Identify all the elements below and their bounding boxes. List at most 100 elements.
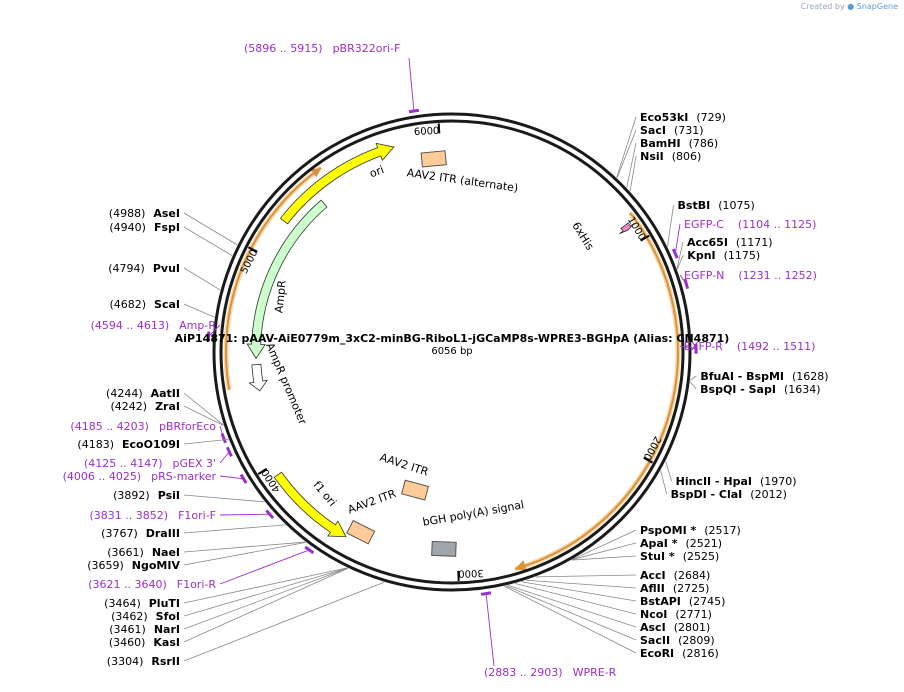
enzyme-label: (3767)DraIII xyxy=(101,527,180,540)
primer-label: (4006 .. 4025)pRS-marker xyxy=(63,470,217,483)
enzyme-leader-line xyxy=(626,142,637,188)
enzyme-label: Acc65I(1171) xyxy=(687,236,773,249)
frame-arc xyxy=(514,212,679,570)
credit-prefix: Created by xyxy=(800,2,845,11)
feature-box xyxy=(346,519,376,545)
enzyme-leader-line xyxy=(183,581,385,662)
primer-leader-line xyxy=(679,345,697,350)
primer-leader-line xyxy=(219,425,225,439)
enzyme-leader-line xyxy=(573,529,637,560)
enzyme-leader-line xyxy=(515,583,637,615)
enzyme-leader-line xyxy=(183,392,224,426)
enzyme-leader-line xyxy=(183,567,348,630)
primer-label: (2883 .. 2903)WPRE-R xyxy=(484,666,617,679)
enzyme-leader-line xyxy=(667,204,674,247)
enzyme-label: (4682)ScaI xyxy=(109,298,180,311)
backbone-outer-ring xyxy=(212,112,692,592)
enzyme-label: AflII(2725) xyxy=(640,582,709,595)
primer-label: EXFP-R(1492 .. 1511) xyxy=(684,340,815,353)
feature-arrow xyxy=(246,199,328,360)
enzyme-label: AccI(2684) xyxy=(640,569,710,582)
feature-label: f1 ori xyxy=(310,479,338,509)
enzyme-leader-line xyxy=(676,254,684,270)
enzyme-leader-line xyxy=(526,579,637,589)
primer-leader-line xyxy=(219,513,270,516)
enzyme-label: AscI(2801) xyxy=(640,621,710,634)
enzyme-leader-line xyxy=(183,226,233,257)
enzyme-leader-line xyxy=(183,567,348,604)
primer-label: (4185 .. 4203)pBRforEco xyxy=(70,420,216,433)
leader-lines xyxy=(183,57,697,667)
feature-box xyxy=(420,150,447,168)
primer-label: EGFP-N(1231 .. 1252) xyxy=(684,269,817,282)
frame-arcs xyxy=(223,165,681,572)
enzyme-label: (3659)NgoMIV xyxy=(87,559,180,572)
enzyme-leader-line xyxy=(504,585,637,654)
enzyme-label: (4242)ZraI xyxy=(111,400,181,413)
bp-tick-label: 3000 xyxy=(458,567,484,579)
enzyme-leader-line xyxy=(183,541,306,553)
enzyme-leader-line xyxy=(183,524,286,534)
plasmid-title: AiP14871: pAAV-AiE0779m_3xC2-minBG-RiboL… xyxy=(175,332,730,345)
primer-label: (4125 .. 4147)pGEX 3' xyxy=(84,457,216,470)
enzyme-leader-line xyxy=(183,438,229,445)
enzyme-label: (3304)RsrII xyxy=(107,655,180,668)
enzyme-leader-line xyxy=(183,267,221,291)
feature-arrow xyxy=(279,142,395,225)
enzyme-leader-line xyxy=(629,155,637,192)
feature-box xyxy=(401,479,430,501)
primer-leader-line xyxy=(219,549,310,585)
bp-tick xyxy=(437,123,441,134)
enzyme-leader-line xyxy=(572,542,637,560)
primer-leader-line xyxy=(208,324,221,337)
plasmid-backbone xyxy=(212,112,692,592)
primer-leader-line xyxy=(679,274,687,285)
enzyme-leader-line xyxy=(183,567,348,617)
primer-label: (4594 .. 4613)Amp-R xyxy=(91,319,217,332)
snapgene-logo-icon: ● xyxy=(847,2,855,11)
enzyme-leader-line xyxy=(183,303,215,318)
bp-tick xyxy=(643,456,653,464)
enzyme-label: BspQI - SapI(1634) xyxy=(700,383,820,396)
enzyme-label: (4988)AseI xyxy=(109,207,180,220)
frame-arrowhead xyxy=(515,560,528,572)
enzyme-label: SacI(731) xyxy=(640,124,704,137)
primer-leader-line xyxy=(219,475,244,480)
enzyme-label: SacII(2809) xyxy=(640,634,715,647)
enzyme-leader-line xyxy=(660,470,668,495)
features xyxy=(206,108,698,596)
enzyme-leader-line xyxy=(183,541,306,566)
feature-label: AAV2 ITR xyxy=(378,451,430,479)
enzyme-label: KpnI(1175) xyxy=(687,249,760,262)
feature-arrow xyxy=(273,471,347,538)
enzyme-leader-line xyxy=(676,241,684,269)
enzyme-leader-line xyxy=(616,129,637,178)
feature-label: AmpR promoter xyxy=(263,341,309,427)
enzyme-label: (3892)PsiI xyxy=(113,489,180,502)
enzyme-leader-line xyxy=(535,574,637,578)
credit-line: Created by ● SnapGene xyxy=(801,2,898,11)
enzyme-label: BfuAI - BspMI(1628) xyxy=(700,370,828,383)
feature-label: ori xyxy=(368,163,386,180)
primer-leader-line xyxy=(219,451,230,464)
enzyme-leader-line xyxy=(571,555,637,561)
primer-leader-line xyxy=(485,593,495,667)
enzyme-label: Eco53kI(729) xyxy=(640,111,726,124)
feature-label: 6xHis xyxy=(569,220,596,253)
backbone-inner-ring xyxy=(219,119,685,585)
feature-label: AAV2 ITR xyxy=(346,487,398,517)
feature-label: AmpR xyxy=(272,279,288,313)
enzyme-leader-line xyxy=(690,375,697,381)
feature-label: bGH poly(A) signal xyxy=(422,498,525,529)
bp-tick-label: 6000 xyxy=(414,126,440,138)
enzyme-label: BamHI(786) xyxy=(640,137,718,150)
enzyme-leader-line xyxy=(665,461,673,482)
enzyme-label: (3464)PluTI xyxy=(104,597,180,610)
frame-arc-halo xyxy=(514,211,681,572)
enzyme-leader-line xyxy=(183,212,238,246)
primer-label: (5896 .. 5915)pBR322ori-F xyxy=(244,42,400,55)
enzyme-leader-line xyxy=(183,567,349,643)
enzyme-leader-line xyxy=(689,381,697,390)
primer-leader-line xyxy=(674,223,681,254)
